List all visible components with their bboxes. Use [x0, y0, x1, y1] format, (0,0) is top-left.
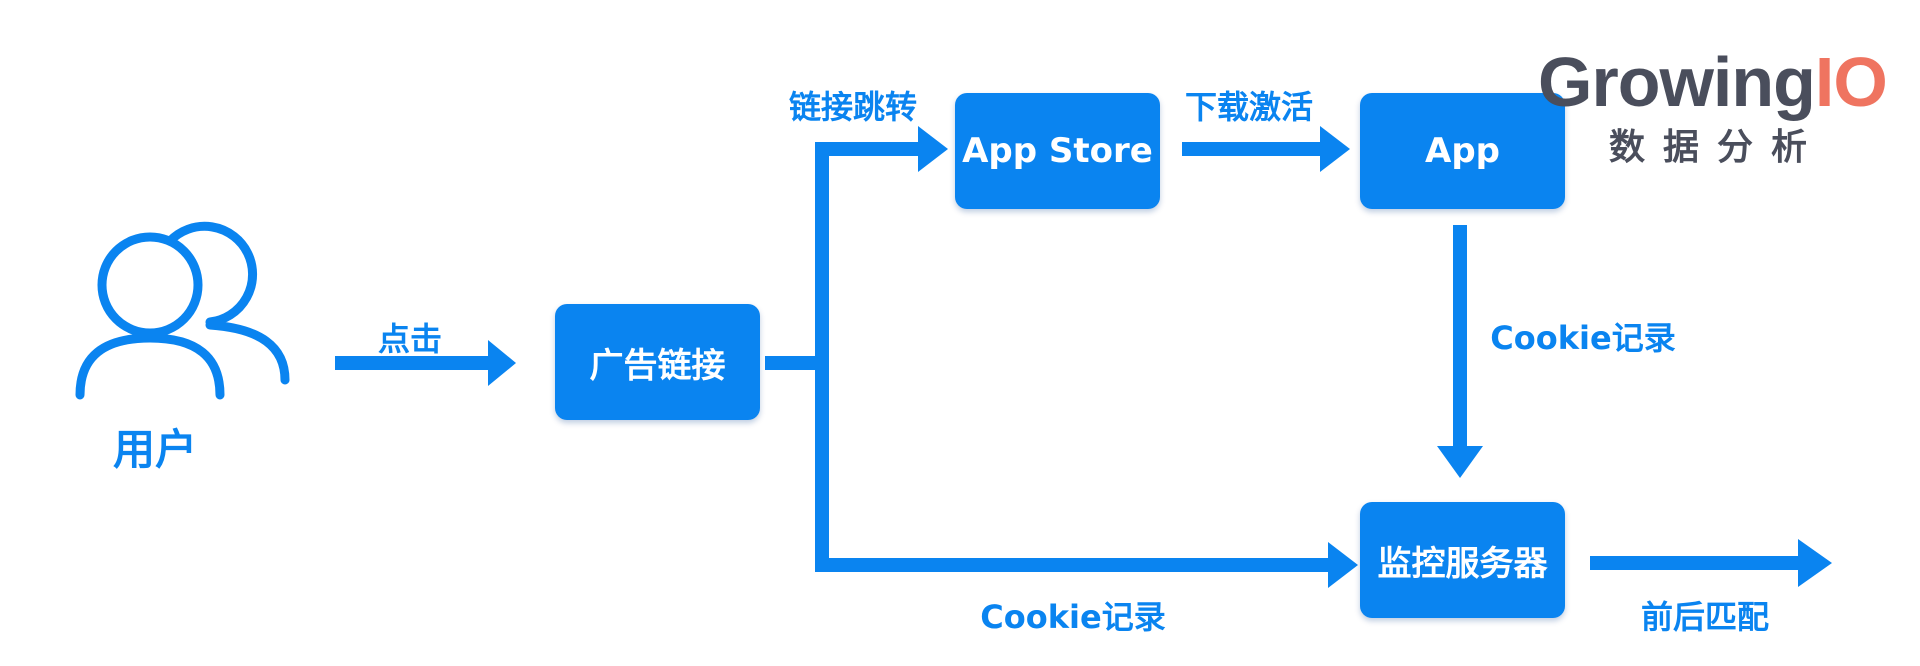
- logo-brand-suffix: IO: [1814, 43, 1888, 121]
- arrowhead-match: [1798, 539, 1832, 587]
- edge-label-cookie-record-app: Cookie记录: [1490, 319, 1676, 357]
- users-icon: [75, 221, 290, 400]
- growingio-logo: GrowingIO 数据分析: [1538, 40, 1888, 170]
- arrowhead-link-redirect: [918, 126, 948, 172]
- edge-label-match: 前后匹配: [1640, 598, 1769, 636]
- arrow-heads: [488, 126, 1832, 588]
- node-app-store[interactable]: App Store: [955, 93, 1160, 209]
- edge-label-click: 点击: [377, 320, 442, 358]
- connector-lines: [335, 142, 1800, 572]
- arrowhead-download-activate: [1320, 126, 1350, 172]
- arrowhead-click: [488, 340, 516, 386]
- logo-wordmark: GrowingIO: [1538, 40, 1888, 124]
- node-ad-link[interactable]: 广告链接: [555, 304, 760, 420]
- node-monitor-server[interactable]: 监控服务器: [1360, 502, 1565, 618]
- edge-label-download-activate: 下载激活: [1184, 88, 1313, 126]
- node-user-label: 用户: [112, 425, 197, 474]
- logo-brand-prefix: Growing: [1538, 43, 1816, 121]
- arrowhead-cookie-record-ad: [1328, 542, 1358, 588]
- node-app[interactable]: App: [1360, 93, 1565, 209]
- arrowhead-cookie-record-app: [1437, 446, 1483, 478]
- edge-label-link-redirect: 链接跳转: [788, 88, 917, 126]
- edge-label-cookie-record-ad: Cookie记录: [980, 598, 1166, 636]
- logo-tagline: 数据分析: [1608, 127, 1825, 168]
